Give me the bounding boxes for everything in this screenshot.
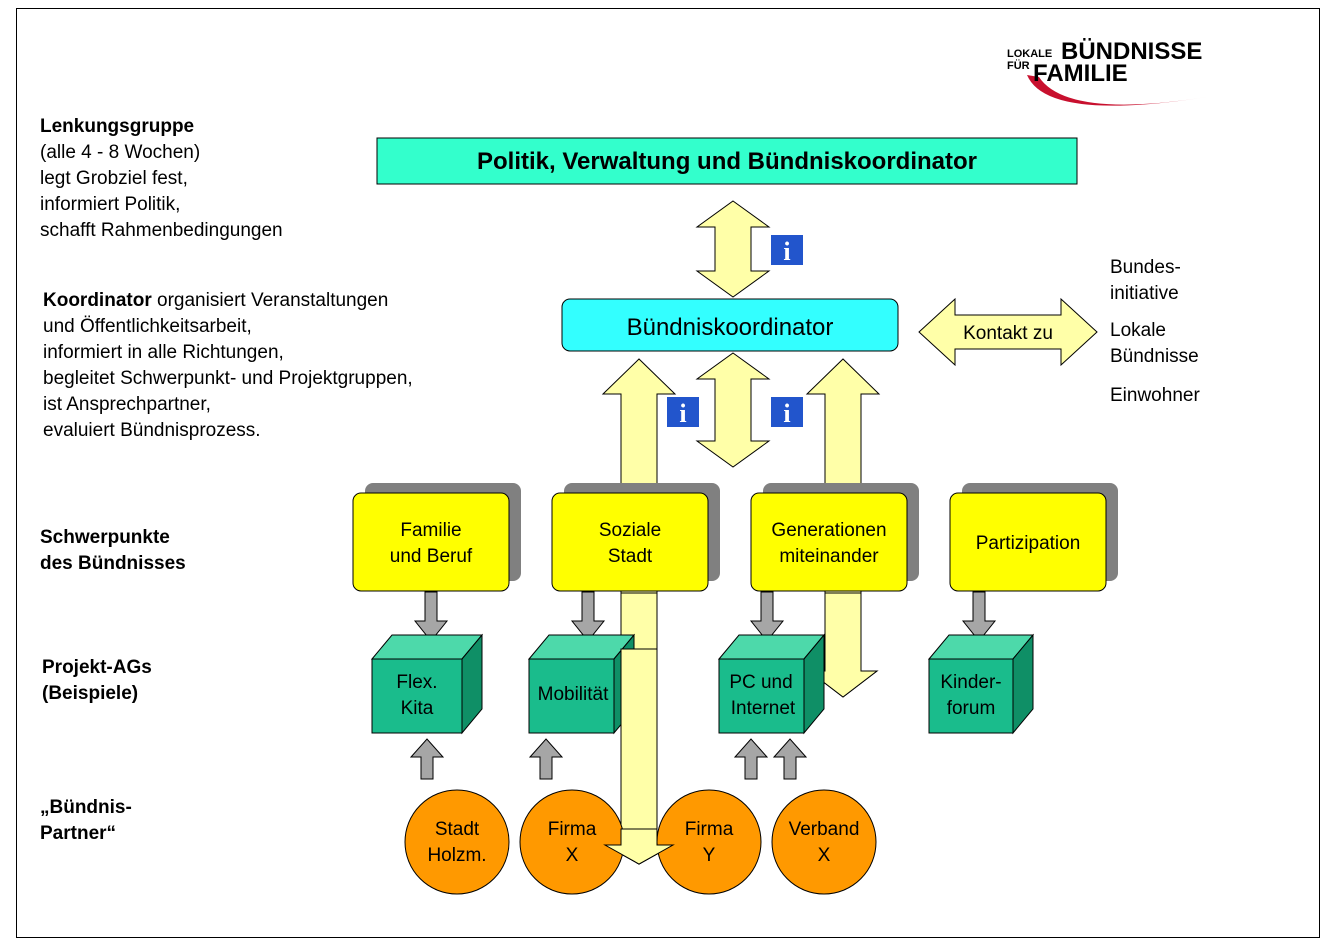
organisation-diagram: Politik, Verwaltung und Bündniskoordinat… bbox=[352, 137, 1118, 895]
focus-box-line: Soziale bbox=[599, 520, 661, 541]
cube-line: PC und bbox=[729, 672, 792, 693]
target-lokale-buendnisse: Lokale Bündnisse bbox=[1110, 318, 1199, 370]
koordinator-line: und Öffentlichkeitsarbeit, bbox=[43, 316, 252, 337]
partner-line: Firma bbox=[685, 819, 734, 840]
koordinator-line: evaluiert Bündnisprozess. bbox=[43, 420, 261, 441]
partner-line: X bbox=[818, 845, 831, 866]
top-box: Politik, Verwaltung und Bündniskoordinat… bbox=[376, 137, 1078, 185]
cube-line: Kinder- bbox=[940, 672, 1001, 693]
schwerpunkte-line: Schwerpunkte bbox=[40, 527, 170, 548]
koordinator-line: ist Ansprechpartner, bbox=[43, 394, 211, 415]
focus-box: Soziale Stadt bbox=[551, 483, 720, 592]
gray-up-arrow bbox=[528, 738, 564, 780]
project-cube bbox=[527, 633, 636, 735]
koordinator-line: begleitet Schwerpunkt- und Projektgruppe… bbox=[43, 368, 413, 389]
info-icon-glyph: i bbox=[783, 237, 790, 266]
partner-line: Stadt bbox=[435, 819, 480, 840]
logo-word-buendnisse: BÜNDNISSE bbox=[1061, 38, 1202, 65]
partner-label: „Bündnis- Partner“ bbox=[40, 795, 132, 847]
info-icon: i bbox=[771, 397, 803, 428]
coordinator-box: Bündniskoordinator bbox=[561, 298, 899, 352]
partner-line: Holzm. bbox=[427, 845, 486, 866]
target-line: initiative bbox=[1110, 283, 1179, 304]
top-box-label: Politik, Verwaltung und Bündniskoordinat… bbox=[477, 148, 977, 175]
logo-small-bottom: FÜR bbox=[1007, 59, 1030, 72]
contact-arrow-label: Kontakt zu bbox=[963, 323, 1053, 344]
lenkungsgruppe-line: informiert Politik, bbox=[40, 194, 181, 215]
info-icon-glyph: i bbox=[783, 399, 790, 428]
partner-circle: Stadt Holzm. bbox=[404, 789, 510, 895]
cube-line: forum bbox=[947, 698, 996, 719]
koordinator-description: Koordinator organisiert Veranstaltungen … bbox=[43, 288, 413, 444]
logo-word-familie: FAMILIE bbox=[1033, 60, 1128, 87]
partner-line: Firma bbox=[548, 819, 597, 840]
koordinator-line: informiert in alle Richtungen, bbox=[43, 342, 284, 363]
focus-box-line: Stadt bbox=[608, 546, 653, 567]
info-icon: i bbox=[771, 235, 803, 266]
projekt-ags-label: Projekt-AGs (Beispiele) bbox=[42, 655, 152, 707]
cube-line: Kita bbox=[401, 698, 434, 719]
project-cube: Kinder- forum bbox=[927, 633, 1035, 735]
partner-line: Y bbox=[703, 845, 716, 866]
projekt-ags-line: (Beispiele) bbox=[42, 683, 139, 704]
double-arrow-middle bbox=[695, 352, 771, 468]
focus-box: Partizipation bbox=[949, 483, 1118, 592]
project-cube: Flex. Kita bbox=[370, 633, 484, 735]
focus-box: Familie und Beruf bbox=[352, 483, 521, 592]
gray-down-arrow bbox=[961, 591, 997, 642]
lenkungsgruppe-title: Lenkungsgruppe bbox=[40, 116, 195, 137]
partner-circle: Firma X bbox=[519, 789, 625, 895]
cube-line: Internet bbox=[731, 698, 796, 719]
lenkungsgruppe-label: Lenkungsgruppe (alle 4 - 8 Wochen) legt … bbox=[40, 114, 283, 244]
gray-up-arrow bbox=[733, 738, 769, 780]
lenkungsgruppe-line: schafft Rahmenbedingungen bbox=[40, 220, 283, 241]
project-cube: PC und Internet bbox=[717, 633, 826, 735]
focus-box-line: und Beruf bbox=[390, 546, 473, 567]
gray-up-arrow bbox=[409, 738, 445, 780]
partner-circle: Verband X bbox=[771, 789, 877, 895]
schwerpunkte-label: Schwerpunkte des Bündnisses bbox=[40, 525, 186, 577]
contact-arrow: Kontakt zu bbox=[918, 297, 1098, 367]
target-line: Bündnisse bbox=[1110, 346, 1199, 367]
gray-down-arrow bbox=[570, 591, 606, 642]
partner-line: Partner“ bbox=[40, 823, 117, 844]
partner-line: „Bündnis- bbox=[40, 797, 132, 818]
lenkungsgruppe-line: legt Grobziel fest, bbox=[40, 168, 188, 189]
gray-down-arrow bbox=[749, 591, 785, 642]
cube-line: Mobilität bbox=[538, 684, 609, 705]
gray-down-arrow bbox=[413, 591, 449, 642]
info-icon-glyph: i bbox=[679, 399, 686, 428]
target-line: Bundes- bbox=[1110, 257, 1181, 278]
target-einwohner: Einwohner bbox=[1110, 385, 1200, 406]
down-arrow-head bbox=[603, 828, 675, 865]
focus-box-line: Partizipation bbox=[976, 533, 1081, 554]
focus-box-line: miteinander bbox=[779, 546, 879, 567]
cube-line: Flex. bbox=[396, 672, 437, 693]
double-arrow-top bbox=[695, 200, 771, 298]
focus-box-line: Familie bbox=[400, 520, 461, 541]
target-bundesinitiative: Bundes- initiative bbox=[1110, 255, 1181, 307]
focus-box-line: Generationen bbox=[771, 520, 886, 541]
coordinator-label: Bündniskoordinator bbox=[627, 314, 834, 341]
projekt-ags-line: Projekt-AGs bbox=[42, 657, 152, 678]
focus-box: Generationen miteinander bbox=[750, 483, 919, 592]
target-line: Lokale bbox=[1110, 320, 1166, 341]
logo-swoosh: LOKALE FÜR BÜNDNISSE FAMILIE bbox=[1007, 38, 1207, 106]
logo: LOKALE FÜR BÜNDNISSE FAMILIE bbox=[1007, 27, 1227, 117]
lenkungsgruppe-line: (alle 4 - 8 Wochen) bbox=[40, 142, 201, 163]
logo-small-top: LOKALE bbox=[1007, 48, 1052, 60]
info-icon: i bbox=[667, 397, 699, 428]
koordinator-bold: Koordinator bbox=[43, 290, 152, 311]
koordinator-first-line: organisiert Veranstaltungen bbox=[151, 290, 389, 311]
partner-circle: Firma Y bbox=[656, 789, 762, 895]
partner-line: Verband bbox=[789, 819, 860, 840]
gray-up-arrow bbox=[772, 738, 808, 780]
diagram-frame: LOKALE FÜR BÜNDNISSE FAMILIE Lenkungsgru… bbox=[16, 8, 1320, 938]
partner-line: X bbox=[566, 845, 579, 866]
schwerpunkte-line: des Bündnisses bbox=[40, 553, 186, 574]
